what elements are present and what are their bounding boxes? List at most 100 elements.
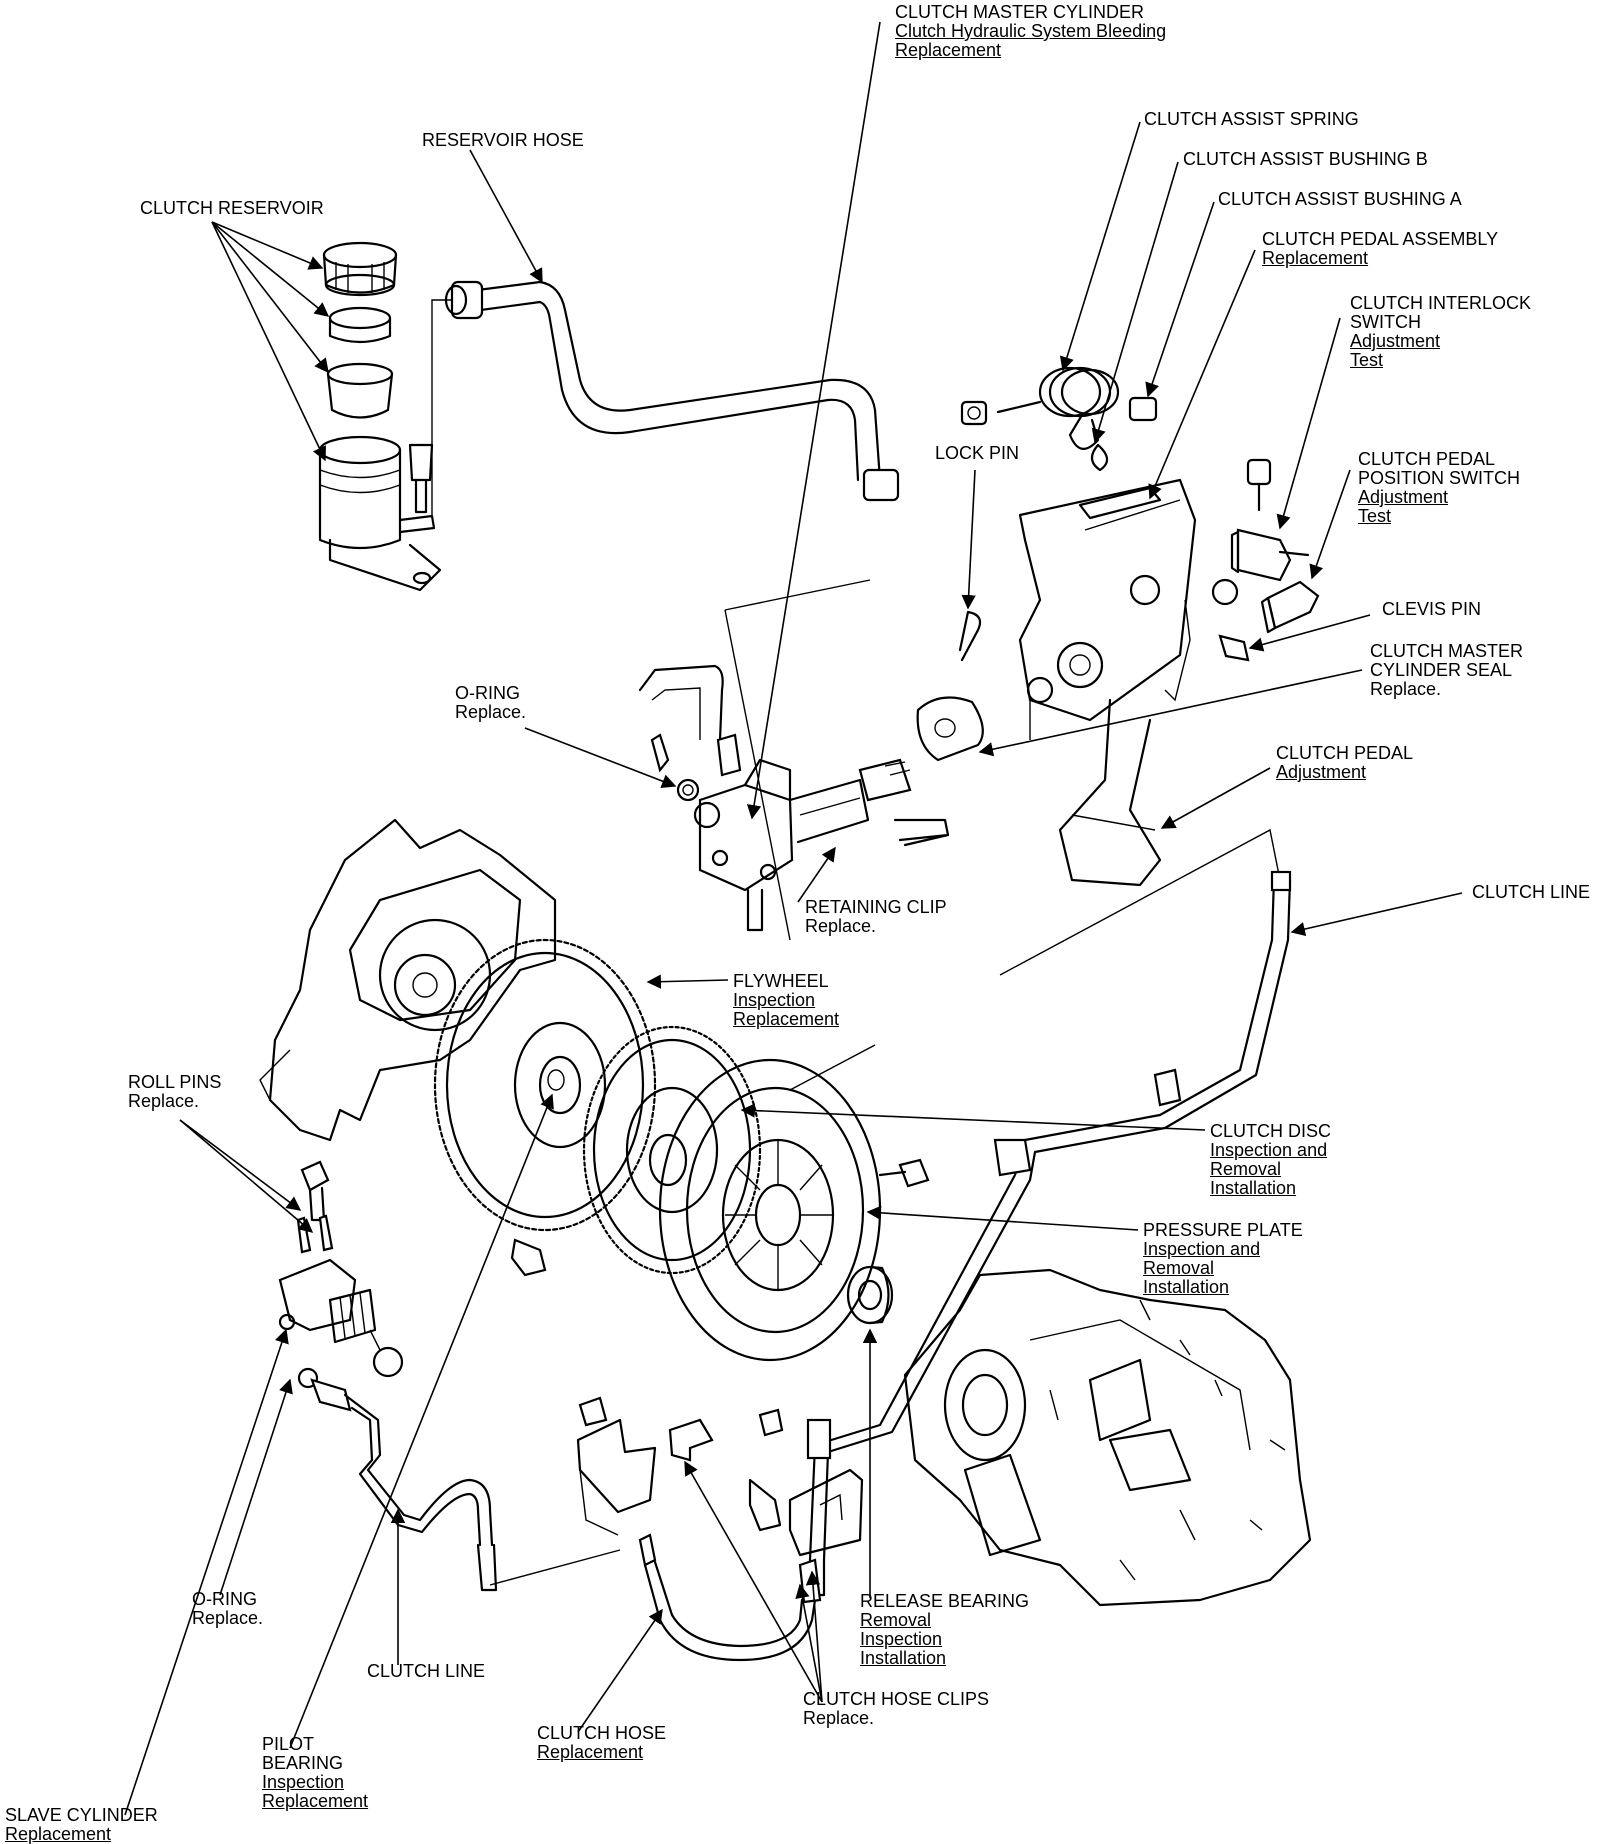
label-title: CLUTCH ASSIST BUSHING B [1183,149,1428,169]
label-title: O-RING [455,683,520,703]
link-position-switch-adjustment[interactable]: Adjustment [1358,487,1449,507]
label-title-line1: CLUTCH INTERLOCK [1350,293,1532,313]
label-title: RESERVOIR HOSE [422,130,584,150]
label-clutch-hose: CLUTCH HOSE Replacement [537,1724,666,1762]
label-clutch-assist-spring: CLUTCH ASSIST SPRING [1144,110,1359,129]
label-title: RELEASE BEARING [860,1591,1030,1611]
link-bearing-inspection[interactable]: Inspection [860,1629,943,1649]
label-title: RETAINING CLIP [805,897,947,917]
link-slave-replacement[interactable]: Replacement [5,1824,112,1844]
label-release-bearing: RELEASE BEARING Removal Inspection Insta… [860,1592,1029,1668]
label-o-ring-top: O-RING Replace. [455,684,526,722]
label-title: CLUTCH LINE [367,1661,486,1681]
link-bearing-installation[interactable]: Installation [860,1648,947,1668]
label-title: CLUTCH ASSIST SPRING [1144,109,1359,129]
label-pressure-plate: PRESSURE PLATE Inspection and Removal In… [1143,1221,1303,1297]
label-title: CLUTCH MASTER CYLINDER [895,2,1145,22]
label-clutch-pedal-position-switch: CLUTCH PEDAL POSITION SWITCH Adjustment … [1358,450,1520,526]
label-title-line2: SWITCH [1350,312,1421,332]
label-o-ring-bottom: O-RING Replace. [192,1590,263,1628]
label-title: ROLL PINS [128,1072,222,1092]
label-clutch-assist-bushing-a: CLUTCH ASSIST BUSHING A [1218,190,1462,209]
guide-lines [489,579,1281,1586]
label-clevis-pin: CLEVIS PIN [1382,600,1481,619]
label-pilot-bearing: PILOT BEARING Inspection Replacement [262,1735,368,1811]
label-title-line2: CYLINDER SEAL [1370,660,1513,680]
transmission-part [903,1268,1312,1607]
link-bearing-removal[interactable]: Removal [860,1610,932,1630]
label-clutch-master-cylinder-seal: CLUTCH MASTER CYLINDER SEAL Replace. [1370,642,1523,699]
link-flywheel-inspection[interactable]: Inspection [733,990,816,1010]
link-plate-installation[interactable]: Installation [1143,1277,1230,1297]
label-reservoir-hose: RESERVOIR HOSE [422,131,584,150]
label-clutch-hose-clips: CLUTCH HOSE CLIPS Replace. [803,1690,989,1728]
link-hose-replacement[interactable]: Replacement [537,1742,644,1762]
link-clutch-pedal-adjustment[interactable]: Adjustment [1276,762,1367,782]
link-pedal-assembly-replacement[interactable]: Replacement [1262,248,1369,268]
label-title-line2: BEARING [262,1753,344,1773]
clutch-master-cylinder-part [638,664,912,932]
label-title: CLUTCH HOSE [537,1723,667,1743]
label-note: Replace. [455,702,527,722]
label-note: Replace. [192,1608,264,1628]
link-position-switch-test[interactable]: Test [1358,506,1392,526]
label-title: CLUTCH LINE [1472,882,1591,902]
label-title: CLEVIS PIN [1382,599,1482,619]
link-interlock-test[interactable]: Test [1350,350,1384,370]
engine-block-part [259,818,557,1142]
reservoir-hose-part [431,280,900,515]
link-disc-installation[interactable]: Installation [1210,1178,1297,1198]
label-title: LOCK PIN [935,443,1020,463]
label-lock-pin: LOCK PIN [935,444,1019,463]
label-retaining-clip: RETAINING CLIP Replace. [805,898,947,936]
pedal-switches [1211,458,1320,662]
label-clutch-interlock-switch: CLUTCH INTERLOCK SWITCH Adjustment Test [1350,294,1531,370]
label-clutch-master-cylinder: CLUTCH MASTER CYLINDER Clutch Hydraulic … [895,3,1166,60]
link-master-cylinder-replacement[interactable]: Replacement [895,40,1002,60]
clutch-disc-part [582,1025,762,1275]
label-clutch-assist-bushing-b: CLUTCH ASSIST BUSHING B [1183,150,1428,169]
link-clutch-hydraulic-bleeding[interactable]: Clutch Hydraulic System Bleeding [895,21,1167,41]
label-title: PRESSURE PLATE [1143,1220,1303,1240]
label-roll-pins: ROLL PINS Replace. [128,1073,221,1111]
link-plate-inspection-and[interactable]: Inspection and [1143,1239,1261,1259]
flywheel-part [433,938,657,1277]
leader-lines [124,21,1463,1816]
clutch-line-right-part [806,870,1292,1597]
label-title-line1: PILOT [262,1734,315,1754]
label-title-line1: CLUTCH MASTER [1370,641,1524,661]
label-title: O-RING [192,1589,257,1609]
label-slave-cylinder: SLAVE CYLINDER Replacement [5,1806,158,1844]
link-flywheel-replacement[interactable]: Replacement [733,1009,840,1029]
label-title: CLUTCH ASSIST BUSHING A [1218,189,1462,209]
link-disc-inspection-and[interactable]: Inspection and [1210,1140,1328,1160]
lock-pin-part [958,610,982,662]
label-clutch-pedal: CLUTCH PEDAL Adjustment [1276,744,1413,782]
label-note: Replace. [803,1708,875,1728]
label-title: CLUTCH HOSE CLIPS [803,1689,990,1709]
label-note: Replace. [805,916,877,936]
label-title: CLUTCH PEDAL ASSEMBLY [1262,229,1499,249]
label-flywheel: FLYWHEEL Inspection Replacement [733,972,839,1029]
release-bearing-part [846,1265,894,1325]
label-title: SLAVE CYLINDER [5,1805,158,1825]
clutch-reservoir-parts [318,241,442,592]
link-pilot-replacement[interactable]: Replacement [262,1791,369,1811]
label-title: CLUTCH DISC [1210,1121,1332,1141]
slave-cylinder-part [278,1160,498,1592]
retaining-clip-and-seal [893,696,984,847]
label-clutch-line-bottom: CLUTCH LINE [367,1662,485,1681]
label-clutch-disc: CLUTCH DISC Inspection and Removal Insta… [1210,1122,1331,1198]
link-pilot-inspection[interactable]: Inspection [262,1772,345,1792]
label-note: Replace. [1370,679,1442,699]
label-clutch-line-right: CLUTCH LINE [1472,883,1590,902]
link-disc-removal[interactable]: Removal [1210,1159,1282,1179]
label-title-line2: POSITION SWITCH [1358,468,1520,488]
label-title: CLUTCH RESERVOIR [140,198,324,218]
clutch-pedal-assembly-part [1018,478,1197,887]
link-plate-removal[interactable]: Removal [1143,1258,1215,1278]
link-interlock-adjustment[interactable]: Adjustment [1350,331,1441,351]
label-note: Replace. [128,1091,200,1111]
